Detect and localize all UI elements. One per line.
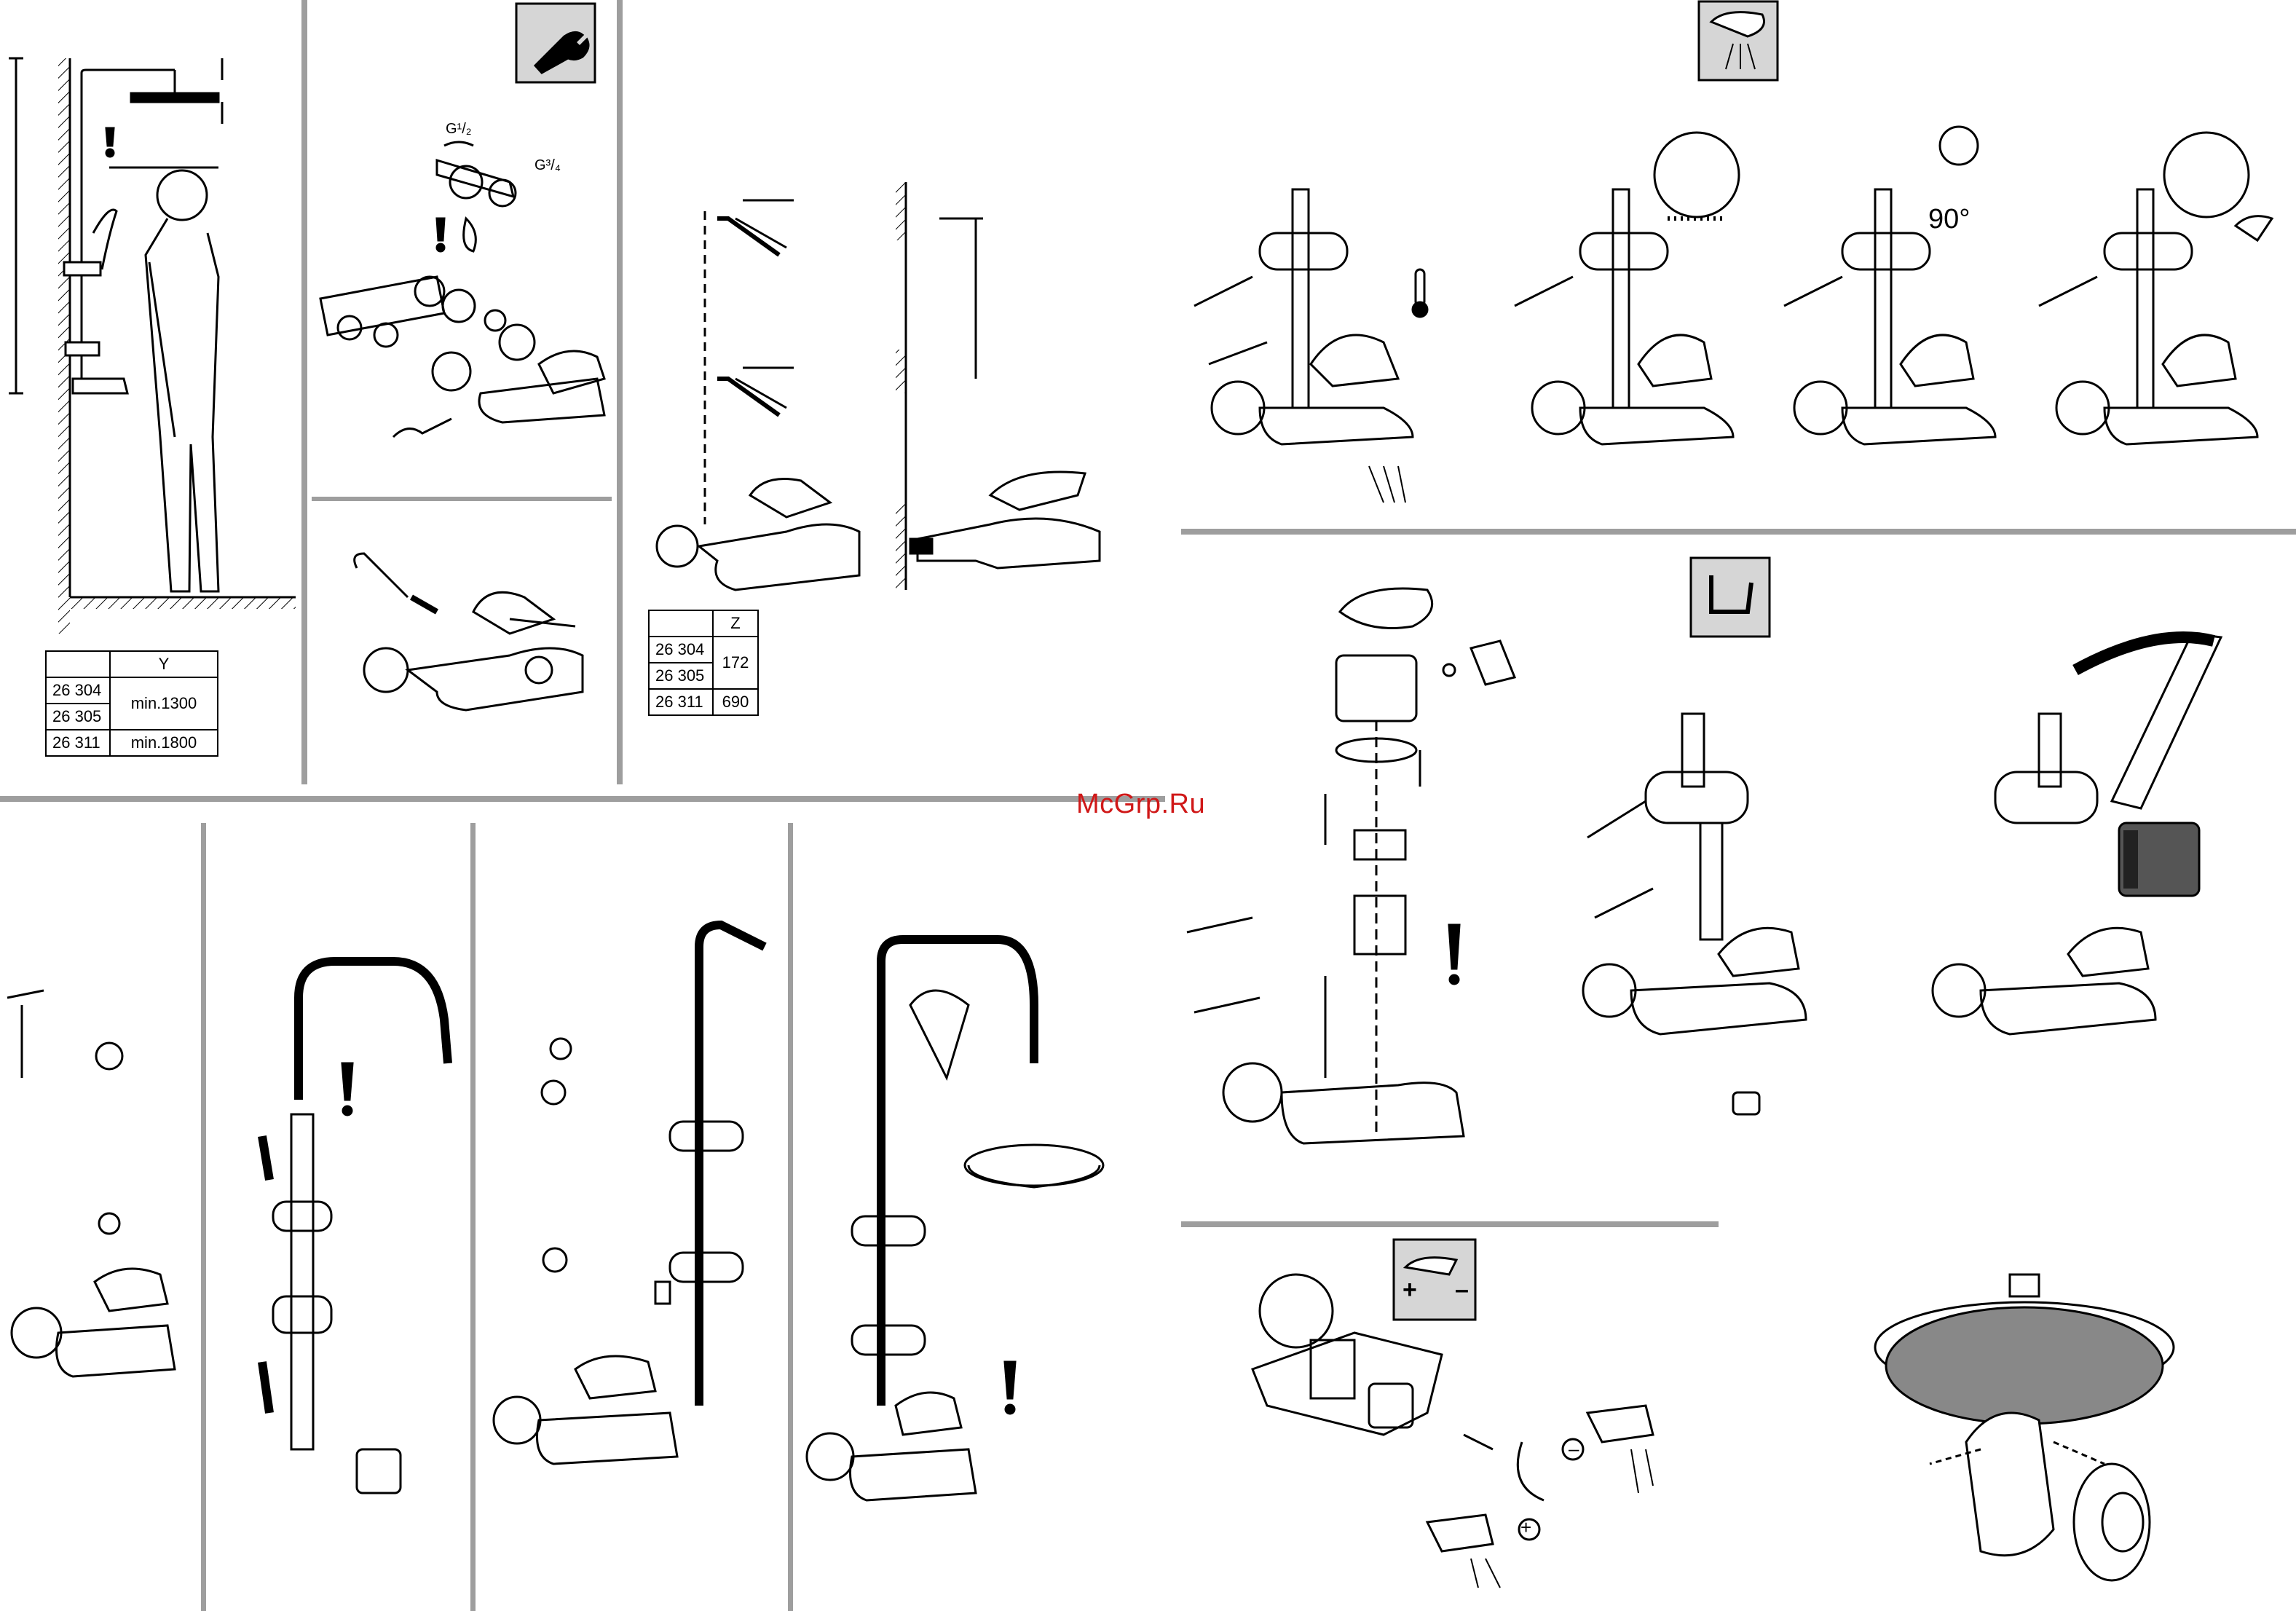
table-z-value: 690: [713, 689, 758, 715]
table-y-model: 26 311: [46, 730, 110, 756]
thread-label-half-inch: G¹/₂: [446, 121, 472, 138]
table-y-header-label: Y: [110, 651, 218, 677]
table-z-model: 26 311: [649, 689, 713, 715]
table-y: Y 26 304 min.1300 26 305 26 311 min.1800: [45, 650, 218, 757]
panel-cartridge-replacement: [1187, 558, 1770, 1143]
table-z-header-empty: [649, 610, 713, 637]
minus-sign: –: [1455, 1276, 1469, 1304]
panel-complete-shower-system: [807, 940, 1103, 1500]
table-y-value: min.1800: [110, 730, 218, 756]
plus-direction-label: +: [1520, 1516, 1531, 1539]
plus-sign: +: [1403, 1276, 1417, 1304]
panel-filter-replacement: [1583, 634, 2221, 1114]
panel-shower-head-cleaning: [1875, 1275, 2174, 1580]
table-y-header-empty: [46, 651, 110, 677]
table-row: 26 304 min.1300: [46, 677, 218, 704]
table-row: 26 311 690: [649, 689, 758, 715]
table-y-model: 26 305: [46, 704, 110, 730]
watermark: McGrp.Ru: [1076, 789, 1205, 820]
table-row: 26 304 172: [649, 637, 758, 663]
panel-hose-connection: [355, 554, 583, 710]
panel-shower-arm-assembly: [494, 925, 765, 1464]
table-z-header-label: Z: [713, 610, 758, 637]
table-y-header: Y: [46, 651, 218, 677]
panel-installation-height: [9, 58, 296, 634]
table-z-model: 26 305: [649, 663, 713, 689]
panel-adapter-mounting: [320, 4, 604, 437]
table-z-model: 26 304: [649, 637, 713, 663]
panel-drill-dimension: [657, 182, 1100, 590]
panel-riser-assembly: [262, 961, 448, 1493]
minus-direction-label: –: [1569, 1438, 1579, 1460]
table-z-value: 172: [713, 637, 758, 689]
panel-temperature-limit: [1252, 1240, 1653, 1588]
table-y-model: 26 304: [46, 677, 110, 704]
panel-diverter-operation: [1194, 1, 2272, 503]
table-row: 26 311 min.1800: [46, 730, 218, 756]
table-z: Z 26 304 172 26 305 26 311 690: [648, 610, 759, 716]
table-y-value: min.1300: [110, 677, 218, 730]
thread-label-three-quarter-inch: G³/₄: [534, 157, 561, 174]
panel-wall-bracket-mounting: [7, 990, 175, 1376]
table-z-header: Z: [649, 610, 758, 637]
rotation-label: 90°: [1928, 204, 1970, 235]
